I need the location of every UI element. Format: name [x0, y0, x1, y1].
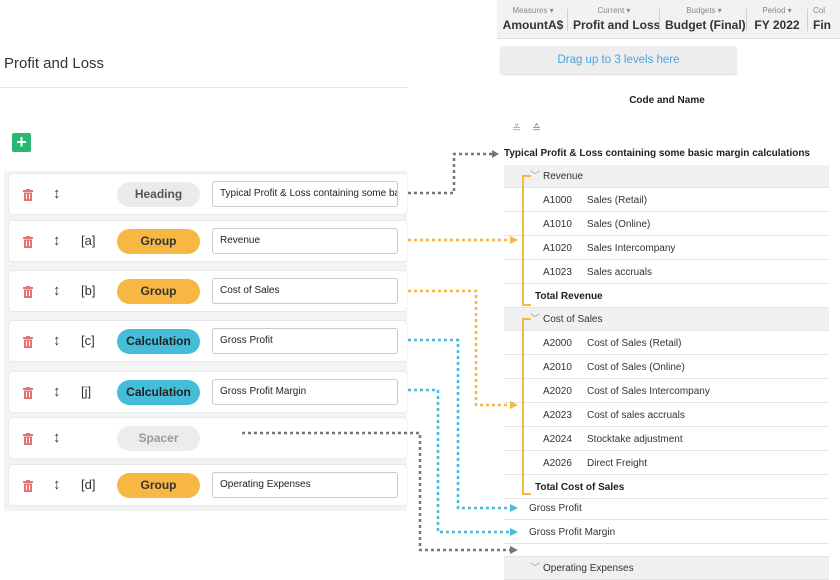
toolbar-budgets[interactable]: Budgets ▾ Budget (Final)	[665, 6, 746, 32]
row-type-pill[interactable]: Group	[117, 229, 200, 254]
chevron-down-icon[interactable]: ﹀	[530, 563, 540, 574]
cost-of-sales-bracket	[522, 318, 531, 495]
row-type-pill[interactable]: Calculation	[117, 329, 200, 354]
row-text-field[interactable]: Gross Profit	[212, 328, 398, 354]
chevron-down-icon[interactable]: ﹀	[530, 171, 540, 182]
arrow-icon	[510, 504, 518, 512]
trash-icon[interactable]	[23, 386, 33, 404]
move-handle-icon[interactable]: ↕	[53, 185, 61, 202]
row-text-field[interactable]: Operating Expenses	[212, 472, 398, 498]
row-heading: ↕ Heading Typical Profit & Loss containing…	[9, 174, 407, 214]
row-type-pill[interactable]: Group	[117, 473, 200, 498]
trash-icon[interactable]	[23, 335, 33, 353]
toolbar-current[interactable]: Current ▾ Profit and Loss	[573, 6, 661, 32]
move-handle-icon[interactable]: ↕	[53, 476, 61, 493]
trash-icon[interactable]	[23, 432, 33, 450]
collapse-all-icon[interactable]: ≚	[512, 123, 522, 135]
move-handle-icon[interactable]: ↕	[53, 332, 61, 349]
report-heading: Typical Profit & Loss containing some ba…	[504, 148, 810, 159]
row-calc: ↕ [c] Calculation Gross Profit	[9, 321, 407, 361]
row-text-field[interactable]: Cost of Sales	[212, 278, 398, 304]
dimension-toolbar: Measures ▾ AmountA$ Current ▾ Profit and…	[497, 0, 840, 39]
trash-icon[interactable]	[23, 235, 33, 253]
arrow-icon	[510, 401, 518, 409]
toolbar-separator	[746, 9, 747, 31]
tree-group-cost-of-sales[interactable]: ﹀ Cost of Sales	[504, 308, 829, 331]
row-type-pill[interactable]: Group	[117, 279, 200, 304]
toolbar-col[interactable]: Col Fin	[813, 6, 831, 32]
trash-icon[interactable]	[23, 188, 33, 206]
row-code: [b]	[81, 283, 96, 298]
toolbar-separator	[807, 9, 808, 31]
row-type-pill[interactable]: Spacer	[117, 426, 200, 451]
toolbar-separator	[567, 9, 568, 31]
toolbar-measures[interactable]: Measures ▾ AmountA$	[502, 6, 564, 32]
toolbar-separator	[659, 9, 660, 31]
spacer-connector	[242, 431, 511, 552]
row-group: ↕ [d] Group Operating Expenses	[9, 465, 407, 505]
expand-all-icon[interactable]: ≙	[532, 123, 542, 135]
chevron-down-icon[interactable]: ﹀	[530, 314, 540, 325]
gross-profit-margin-connector	[408, 388, 511, 534]
trash-icon[interactable]	[23, 479, 33, 497]
arrow-icon	[492, 150, 499, 158]
trash-icon[interactable]	[23, 285, 33, 303]
row-code: [d]	[81, 477, 96, 492]
arrow-icon	[510, 236, 518, 244]
add-row-button[interactable]: +	[12, 133, 31, 152]
heading-connector	[408, 152, 492, 195]
move-handle-icon[interactable]: ↕	[53, 232, 61, 249]
row-text-field[interactable]: Gross Profit Margin	[212, 379, 398, 405]
tree-calc-gross-profit: Gross Profit	[504, 497, 829, 520]
row-type-pill[interactable]: Heading	[117, 182, 200, 207]
row-group: ↕ [b] Group Cost of Sales	[9, 271, 407, 311]
page-title: Profit and Loss	[4, 55, 105, 72]
row-calc: ↕ [j] Calculation Gross Profit Margin	[9, 372, 407, 412]
title-divider	[0, 87, 407, 88]
row-text-field[interactable]: Typical Profit & Loss containing some ba…	[212, 181, 398, 207]
drag-levels-zone[interactable]: Drag up to 3 levels here	[500, 46, 737, 74]
arrow-icon	[510, 528, 518, 536]
row-type-pill[interactable]: Calculation	[117, 380, 200, 405]
move-handle-icon[interactable]: ↕	[53, 429, 61, 446]
row-code: [j]	[81, 384, 92, 399]
cost-of-sales-connector	[408, 289, 512, 407]
tree-calc-gross-profit-margin: Gross Profit Margin	[504, 521, 829, 544]
row-text-field[interactable]: Revenue	[212, 228, 398, 254]
arrow-icon	[510, 546, 518, 554]
revenue-bracket	[522, 175, 531, 306]
tree-spacer	[504, 545, 829, 557]
row-code: [c]	[81, 333, 95, 348]
move-handle-icon[interactable]: ↕	[53, 282, 61, 299]
code-name-column-header: Code and Name	[629, 95, 705, 106]
tree-total-revenue: Total Revenue	[504, 285, 829, 308]
gross-profit-connector	[408, 338, 511, 510]
move-handle-icon[interactable]: ↕	[53, 383, 61, 400]
row-code: [a]	[81, 233, 96, 248]
row-spacer: ↕ Spacer	[9, 418, 407, 458]
tree-total-cost-of-sales: Total Cost of Sales	[504, 476, 829, 499]
toolbar-period[interactable]: Period ▾ FY 2022	[754, 6, 800, 32]
tree-group-revenue[interactable]: ﹀ Revenue	[504, 165, 829, 188]
row-group: ↕ [a] Group Revenue	[9, 221, 407, 261]
